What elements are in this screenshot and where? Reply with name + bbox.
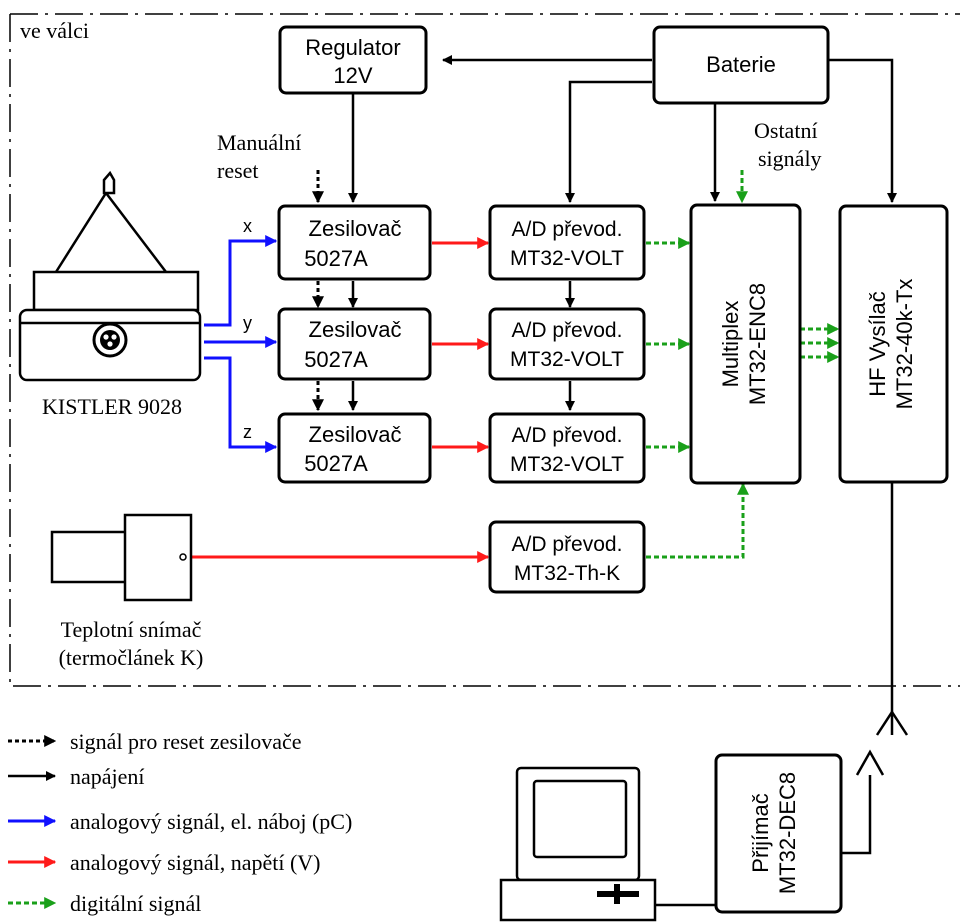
manual-reset-label-2: reset (217, 158, 259, 183)
regulator-block: Regulator 12V (278, 25, 428, 95)
sensor-name-label: KISTLER 9028 (42, 394, 182, 419)
axis-y-label: y (243, 313, 252, 333)
legend-item-charge: analogový signál, el. náboj (pC) (8, 809, 352, 834)
kistler-dynamometer-icon (18, 170, 202, 382)
svg-text:digitální signál: digitální signál (70, 891, 201, 916)
svg-text:Multiplex: Multiplex (718, 301, 743, 388)
svg-text:5027A: 5027A (304, 246, 368, 271)
svg-text:analogový signál, napětí (V): analogový signál, napětí (V) (70, 850, 321, 875)
ad-converter-x-block: A/D převod. MT32-VOLT (488, 204, 646, 281)
svg-text:A/D převod.: A/D převod. (512, 319, 623, 342)
legend-item-reset: signál pro reset zesilovače (8, 729, 302, 754)
frame-label: ve válci (20, 18, 89, 43)
svg-text:A/D převod.: A/D převod. (512, 218, 623, 241)
svg-text:12V: 12V (333, 63, 372, 88)
other-signals-label-1: Ostatní (754, 118, 818, 143)
legend-item-voltage: analogový signál, napětí (V) (8, 850, 321, 875)
svg-text:5027A: 5027A (304, 451, 368, 476)
svg-text:Regulator: Regulator (305, 35, 400, 60)
ad-converter-z-block: A/D převod. MT32-VOLT (488, 412, 646, 484)
temp-sensor-label-2: (termočlánek K) (59, 645, 204, 670)
svg-text:HF Vysílač: HF Vysílač (865, 291, 890, 397)
cylinder-boundary-frame (9, 13, 960, 687)
other-signals-label-2: signály (758, 146, 822, 171)
svg-text:Baterie: Baterie (706, 52, 776, 77)
svg-text:5027A: 5027A (304, 347, 368, 372)
amplifier-x-block: Zesilovač 5027A (277, 204, 432, 281)
legend-item-power: napájení (8, 764, 145, 789)
voltage-signal-lines (190, 237, 490, 563)
manual-reset-label-1: Manuální (217, 130, 301, 155)
baterie-block: Baterie (652, 25, 830, 105)
svg-text:Zesilovač: Zesilovač (309, 317, 402, 342)
ad-converter-y-block: A/D převod. MT32-VOLT (488, 307, 646, 381)
legend: signál pro reset zesilovače napájení ana… (8, 729, 352, 916)
svg-text:Zesilovač: Zesilovač (309, 216, 402, 241)
svg-text:analogový signál, el. náboj (p: analogový signál, el. náboj (pC) (70, 809, 352, 834)
digital-signal-lines (646, 170, 840, 559)
svg-text:MT32-ENC8: MT32-ENC8 (745, 283, 770, 405)
svg-text:Zesilovač: Zesilovač (309, 422, 402, 447)
computer-icon (499, 766, 657, 922)
amplifier-y-block: Zesilovač 5027A (277, 307, 432, 381)
svg-text:MT32-Th-K: MT32-Th-K (514, 562, 620, 585)
multiplex-block: Multiplex MT32-ENC8 (689, 203, 802, 485)
axis-z-label: z (243, 422, 252, 442)
svg-text:signál pro reset zesilovače: signál pro reset zesilovače (70, 729, 302, 754)
charge-signal-lines (204, 235, 278, 453)
svg-text:Přijímač: Přijímač (748, 793, 773, 872)
svg-text:A/D převod.: A/D převod. (512, 424, 623, 447)
legend-item-digital: digitální signál (8, 891, 201, 916)
svg-text:A/D převod.: A/D převod. (512, 533, 623, 556)
antenna-lines (655, 482, 909, 907)
temp-sensor-label-1: Teplotní snímač (61, 617, 202, 642)
svg-text:MT32-40k-Tx: MT32-40k-Tx (892, 279, 917, 410)
power-lines (348, 55, 897, 411)
thermocouple-icon (50, 513, 193, 602)
svg-text:MT32-VOLT: MT32-VOLT (510, 348, 624, 371)
axis-x-label: x (243, 216, 252, 236)
svg-text:MT32-VOLT: MT32-VOLT (510, 453, 624, 476)
svg-text:MT32-DEC8: MT32-DEC8 (775, 772, 800, 894)
receiver-block: Přijímač MT32-DEC8 (714, 753, 843, 914)
hf-transmitter-block: HF Vysílač MT32-40k-Tx (838, 204, 949, 484)
ad-converter-th-block: A/D převod. MT32-Th-K (488, 520, 646, 594)
svg-text:MT32-VOLT: MT32-VOLT (510, 247, 624, 270)
svg-text:napájení: napájení (70, 764, 145, 789)
amplifier-z-block: Zesilovač 5027A (277, 412, 432, 484)
